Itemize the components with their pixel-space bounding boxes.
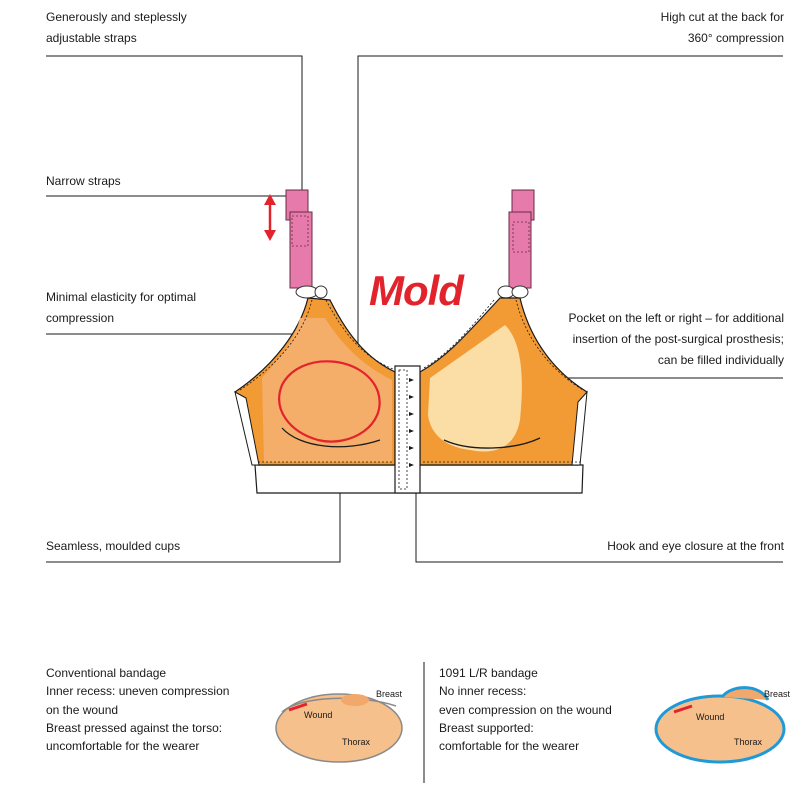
callout-adjustable-straps: Generously and steplessly adjustable str…	[46, 7, 187, 49]
brand-word: Mold	[369, 267, 465, 314]
underwire-left	[281, 427, 381, 448]
product-cross-section: Breast Wound Thorax	[654, 686, 791, 764]
leader-minimal-elasticity	[46, 315, 319, 335]
callout-line: Generously and steplessly	[46, 10, 187, 24]
callout-high-cut: High cut at the back for 360° compressio…	[661, 7, 784, 49]
callout-minimal-elasticity: Minimal elasticity for optimal compressi…	[46, 287, 196, 329]
strap-left	[285, 189, 313, 289]
pocket-insert	[428, 325, 522, 452]
leader-high-cut	[357, 55, 783, 360]
product-description: 1091 L/R bandage No inner recess: even c…	[439, 664, 612, 755]
conventional-title: Conventional bandage	[46, 666, 167, 680]
strap-right	[508, 189, 535, 289]
hook-eye-closure	[394, 365, 421, 494]
callout-seamless-cups: Seamless, moulded cups	[46, 536, 180, 557]
conventional-line: Inner recess: uneven compression	[46, 684, 230, 699]
conv-label-breast: Breast	[376, 689, 403, 699]
product-line: No inner recess:	[439, 684, 527, 699]
leader-lines	[46, 55, 783, 563]
callout-line: Hook and eye closure at the front	[607, 539, 784, 553]
leader-adjustable-straps	[46, 55, 303, 192]
stitching	[239, 299, 584, 463]
conv-label-wound: Wound	[304, 710, 332, 720]
prod-label-breast: Breast	[764, 689, 791, 699]
callout-narrow-straps: Narrow straps	[46, 171, 121, 192]
left-wing-edge	[234, 391, 260, 466]
prod-label-wound: Wound	[696, 712, 724, 722]
callout-line: 360° compression	[687, 31, 784, 45]
right-wing-edge	[571, 390, 588, 466]
conventional-cross-section: Breast Wound Thorax	[275, 689, 403, 763]
callout-line: compression	[46, 311, 115, 325]
conv-label-thorax: Thorax	[342, 737, 371, 747]
leader-hook-eye	[415, 490, 783, 563]
callout-line: can be filled individually	[657, 353, 784, 367]
wound-outline	[278, 360, 381, 443]
callout-line: insertion of the post-surgical prosthesi…	[572, 332, 784, 346]
conventional-line: uncomfortable for the wearer	[46, 739, 200, 754]
prod-label-thorax: Thorax	[734, 737, 763, 747]
callout-line: adjustable straps	[46, 31, 137, 45]
callout-hook-eye: Hook and eye closure at the front	[607, 536, 784, 557]
product-title: 1091 L/R bandage	[439, 666, 538, 680]
conventional-line: Breast pressed against the torso:	[46, 720, 223, 735]
callout-line: High cut at the back for	[660, 10, 784, 24]
product-line: Breast supported:	[439, 720, 534, 735]
callout-line: Minimal elasticity for optimal	[46, 290, 197, 304]
callout-line: Narrow straps	[46, 174, 121, 188]
callout-line: Pocket on the left or right – for additi…	[568, 311, 784, 325]
double-arrow-icon	[264, 194, 276, 241]
conventional-line: on the wound	[46, 702, 119, 717]
callout-pocket: Pocket on the left or right – for additi…	[569, 308, 784, 371]
left-cup-inner	[262, 318, 392, 462]
product-line: comfortable for the wearer	[439, 739, 580, 754]
conventional-description: Conventional bandage Inner recess: uneve…	[46, 664, 229, 755]
underwire-right	[443, 437, 541, 449]
strap-rings	[295, 285, 529, 299]
callout-line: Seamless, moulded cups	[46, 539, 181, 553]
product-line: even compression on the wound	[439, 702, 612, 717]
